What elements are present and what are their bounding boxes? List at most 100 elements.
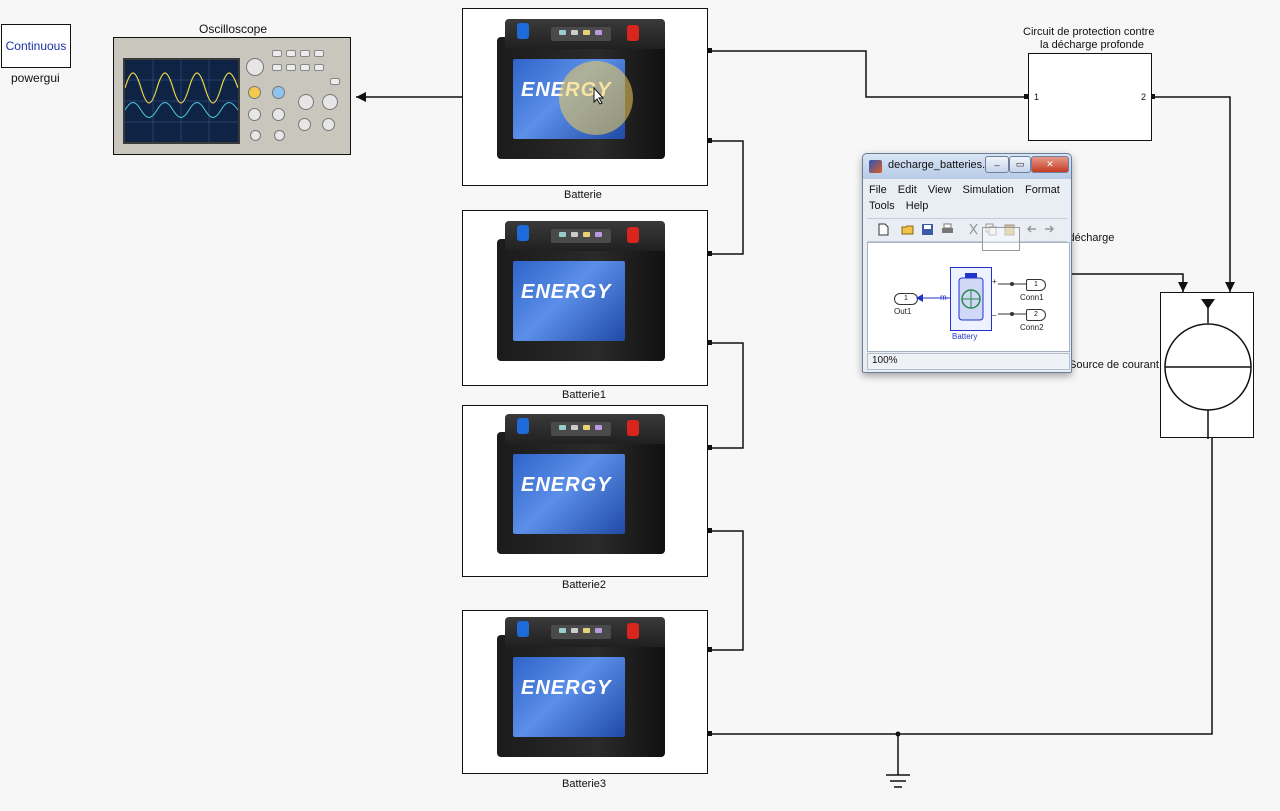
scope-knob-icon xyxy=(272,86,285,99)
menu-edit[interactable]: Edit xyxy=(897,184,917,196)
negative-terminal-icon xyxy=(517,621,529,637)
battery-label-batterie3: Batterie3 xyxy=(562,778,607,790)
back-arrow-icon[interactable] xyxy=(1025,223,1038,236)
scope-knob-icon xyxy=(248,86,261,99)
signal-arrow-icon xyxy=(916,294,950,302)
protection-title-2: la décharge profonde xyxy=(1040,39,1144,51)
save-icon[interactable] xyxy=(921,223,934,236)
battery-subblock-label: Battery xyxy=(952,332,978,341)
powergui-label: powergui xyxy=(11,71,60,85)
menu-file[interactable]: File xyxy=(869,184,887,196)
battery-subblock[interactable] xyxy=(950,267,992,331)
scope-knob-icon xyxy=(298,118,311,131)
plus-sign: + xyxy=(992,277,997,286)
cut-icon[interactable] xyxy=(967,223,980,236)
menubar-row1: File Edit View Simulation Format xyxy=(869,184,1060,196)
scope-waveform xyxy=(124,60,239,142)
minus-sign: _ xyxy=(992,307,997,316)
selection-box xyxy=(982,227,1020,251)
battery-block-batterie[interactable]: ENERGY xyxy=(462,8,708,186)
scope-knob-icon xyxy=(322,118,335,131)
battery-label-batterie2: Batterie2 xyxy=(562,579,607,591)
negative-terminal-icon xyxy=(517,23,529,39)
new-file-icon[interactable] xyxy=(877,223,890,236)
scope-button-icon xyxy=(330,78,340,85)
scope-button-icon xyxy=(300,50,310,57)
current-source-label: Source de courant xyxy=(1069,359,1159,371)
scope-button-icon xyxy=(286,50,296,57)
powergui-block[interactable]: Continuous xyxy=(1,24,71,68)
conn1-port[interactable]: 1 xyxy=(1026,279,1046,291)
current-source-block[interactable] xyxy=(1160,292,1254,439)
mouse-pointer-icon xyxy=(593,87,605,105)
scope-knob-icon xyxy=(322,94,338,110)
conn2-port[interactable]: 2 xyxy=(1026,309,1046,321)
outport-label: Out1 xyxy=(894,307,912,316)
minimize-button[interactable]: – xyxy=(985,156,1009,173)
menu-view[interactable]: View xyxy=(927,184,952,196)
powergui-mode: Continuous xyxy=(5,39,67,53)
scope-button-icon xyxy=(286,64,296,71)
simulink-icon xyxy=(869,160,882,173)
battery-image: ENERGY xyxy=(497,221,673,381)
scope-label: Oscilloscope xyxy=(199,22,268,36)
conn1-label: Conn1 xyxy=(1020,293,1044,302)
battery-brand: ENERGY xyxy=(521,474,612,496)
scope-knob-icon xyxy=(298,94,314,110)
menubar-row2: Tools Help xyxy=(869,200,928,212)
scope-button-icon xyxy=(300,64,310,71)
measurement-label: m xyxy=(940,293,947,302)
scope-knob-icon xyxy=(272,108,285,121)
open-folder-icon[interactable] xyxy=(901,223,914,236)
maximize-button[interactable]: ▭ xyxy=(1009,156,1031,173)
status-bar: 100% xyxy=(867,353,1070,370)
scope-button-icon xyxy=(314,64,324,71)
scope-screen xyxy=(123,58,240,144)
protection-port-in: 1 xyxy=(1034,92,1040,102)
battery-block-batterie2[interactable]: ENERGY xyxy=(462,405,708,577)
scope-button-icon xyxy=(314,50,324,57)
battery-image: ENERGY xyxy=(497,414,673,574)
subsystem-window[interactable]: decharge_batteries... – ▭ ✕ File Edit Vi… xyxy=(862,153,1072,373)
battery-label-batterie1: Batterie1 xyxy=(562,389,607,401)
menu-format[interactable]: Format xyxy=(1024,184,1060,196)
window-titlebar[interactable]: decharge_batteries... – ▭ ✕ xyxy=(863,154,1071,179)
battery-label-batterie: Batterie xyxy=(564,189,602,201)
negative-terminal-icon xyxy=(517,418,529,434)
print-icon[interactable] xyxy=(941,223,954,236)
protection-circuit-block[interactable]: 1 2 xyxy=(1028,53,1152,141)
current-source-icon xyxy=(1164,299,1252,439)
scope-button-icon xyxy=(272,50,282,57)
outport-out1[interactable]: 1 xyxy=(894,293,918,305)
close-button[interactable]: ✕ xyxy=(1031,156,1069,173)
negative-terminal-icon xyxy=(517,225,529,241)
menu-simulation[interactable]: Simulation xyxy=(962,184,1014,196)
battery-brand: ENERGY xyxy=(521,677,612,699)
protection-title-1: Circuit de protection contre xyxy=(1023,26,1155,38)
positive-terminal-icon xyxy=(627,227,639,243)
menu-tools[interactable]: Tools xyxy=(869,200,895,212)
positive-terminal-icon xyxy=(627,25,639,41)
forward-arrow-icon[interactable] xyxy=(1043,223,1056,236)
copy-icon[interactable] xyxy=(985,223,998,236)
menu-help[interactable]: Help xyxy=(905,200,929,212)
scope-knob-icon xyxy=(246,58,264,76)
scope-knob-icon xyxy=(250,130,261,141)
conn2-label: Conn2 xyxy=(1020,323,1044,332)
positive-terminal-icon xyxy=(627,623,639,639)
conn-lines xyxy=(998,282,1026,316)
model-canvas[interactable]: 1 Out1 m Battery + _ 1 Conn1 2 Conn2 xyxy=(867,227,1070,352)
battery-block-batterie1[interactable]: ENERGY xyxy=(462,210,708,386)
scope-knob-icon xyxy=(274,130,285,141)
scope-knob-icon xyxy=(248,108,261,121)
window-title: decharge_batteries... xyxy=(888,159,992,171)
paste-icon[interactable] xyxy=(1003,223,1016,236)
oscilloscope-block[interactable] xyxy=(113,37,351,155)
zoom-level: 100% xyxy=(872,355,898,366)
positive-terminal-icon xyxy=(627,420,639,436)
battery-brand: ENERGY xyxy=(521,281,612,303)
battery-block-batterie3[interactable]: ENERGY xyxy=(462,610,708,774)
window-toolbar xyxy=(867,218,1067,242)
battery-image: ENERGY xyxy=(497,617,673,773)
